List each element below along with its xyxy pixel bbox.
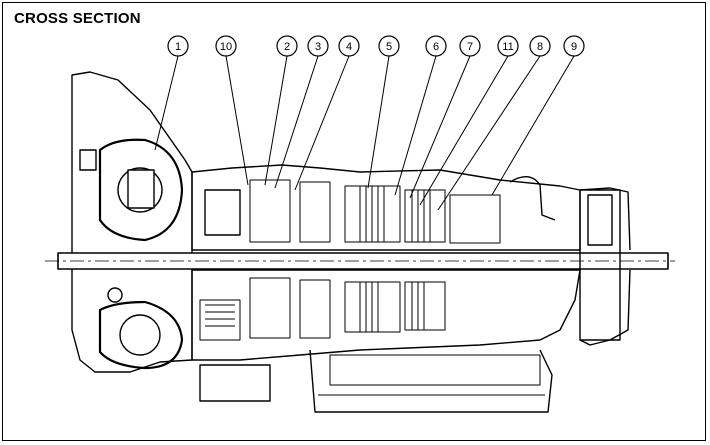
- callout-circle: [529, 35, 551, 57]
- callout-circle: [338, 35, 360, 57]
- callout-number: 2: [284, 41, 290, 53]
- callout-circle: [215, 35, 237, 57]
- callout-leader-line: [154, 55, 179, 151]
- callout-number: 8: [537, 41, 543, 53]
- callout-circle: [497, 35, 519, 57]
- torque-converter-upper: [98, 138, 184, 242]
- callout-circle: [459, 35, 481, 57]
- diagram-title: CROSS SECTION: [14, 10, 141, 27]
- callout-number: 6: [433, 41, 439, 53]
- callout-circle: [425, 35, 447, 57]
- torque-converter-hub-upper: [117, 167, 163, 213]
- output-flange: [579, 189, 621, 341]
- valve-body: [329, 354, 541, 386]
- callout-1: 1: [154, 35, 189, 151]
- callout-number: 10: [220, 41, 232, 53]
- callout-circle: [307, 35, 329, 57]
- torque-converter-turbine-upper: [127, 169, 155, 209]
- torque-converter-lower: [98, 300, 184, 370]
- callout-2: 2: [264, 35, 298, 186]
- callout-3: 3: [274, 35, 329, 189]
- callout-9: 9: [491, 35, 585, 196]
- callout-10: 10: [215, 35, 249, 186]
- callout-circle: [563, 35, 585, 57]
- governor-block: [204, 189, 241, 236]
- callout-number: 4: [346, 41, 352, 53]
- callout-6: 6: [394, 35, 447, 196]
- clutch-packs-lower: [199, 277, 446, 341]
- main-case-upper: [191, 164, 581, 251]
- callout-5: 5: [367, 35, 400, 189]
- callout-circle: [276, 35, 298, 57]
- oil-pump-housing: [199, 364, 271, 402]
- callout-number: 5: [386, 41, 392, 53]
- rear-sensor: [587, 194, 613, 246]
- callout-leader-line: [274, 55, 319, 189]
- callout-number: 9: [571, 41, 577, 53]
- main-case-lower: [191, 269, 581, 361]
- callout-circle: [378, 35, 400, 57]
- callout-leader-line: [294, 55, 350, 191]
- callout-leader-line: [367, 55, 390, 189]
- callout-group: 1 10 2 3 4 5 6 7 11 8 9: [154, 35, 585, 211]
- callout-leader-line: [394, 55, 437, 196]
- oil-pan: [309, 349, 553, 413]
- callout-number: 1: [175, 41, 181, 53]
- callout-number: 11: [502, 41, 513, 53]
- callout-number: 7: [467, 41, 473, 53]
- callout-7: 7: [409, 35, 481, 199]
- page-border: [2, 2, 706, 441]
- flex-plate-bolt-lower: [107, 287, 123, 303]
- clutch-packs-upper: [249, 179, 501, 244]
- torque-converter-hub-lower: [119, 314, 161, 356]
- callout-leader-line: [225, 55, 249, 186]
- callout-leader-line: [264, 55, 288, 186]
- callout-11: 11: [419, 35, 519, 206]
- callout-number: 3: [315, 41, 321, 53]
- callout-leader-line: [409, 55, 471, 199]
- callout-leader-line: [491, 55, 575, 196]
- callout-leader-line: [437, 55, 541, 211]
- callout-4: 4: [294, 35, 360, 191]
- callout-circle: [167, 35, 189, 57]
- callout-leader-line: [419, 55, 509, 206]
- transmission-assembly: [45, 71, 675, 413]
- callout-8: 8: [437, 35, 551, 211]
- flex-plate-bolt-upper: [79, 149, 97, 171]
- sensor-wire: [509, 176, 556, 221]
